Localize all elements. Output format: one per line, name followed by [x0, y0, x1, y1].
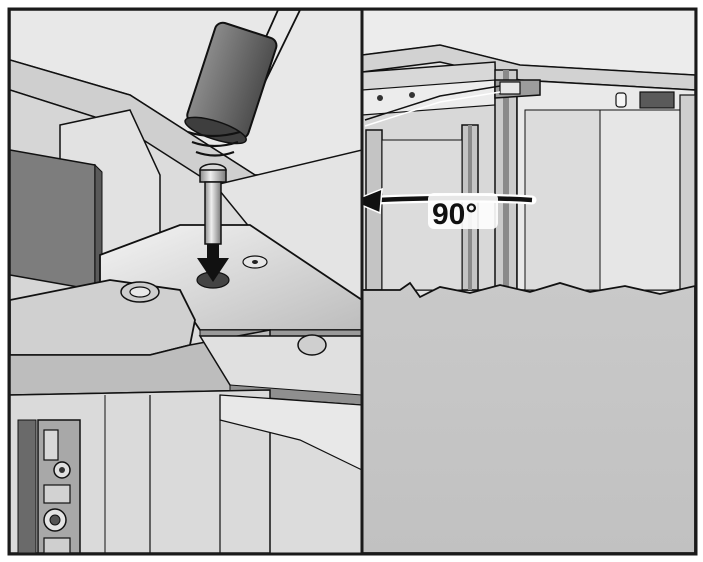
hinge-pin-icon [199, 163, 227, 245]
right-panel-door-rotation [362, 10, 695, 553]
figure-frame [7, 7, 698, 556]
angle-label: 90° [432, 198, 477, 231]
hammer-icon [184, 10, 302, 157]
left-panel-hinge-pin [10, 10, 362, 553]
hinge-mechanism [37, 419, 81, 553]
arrow-down-icon [197, 244, 229, 282]
